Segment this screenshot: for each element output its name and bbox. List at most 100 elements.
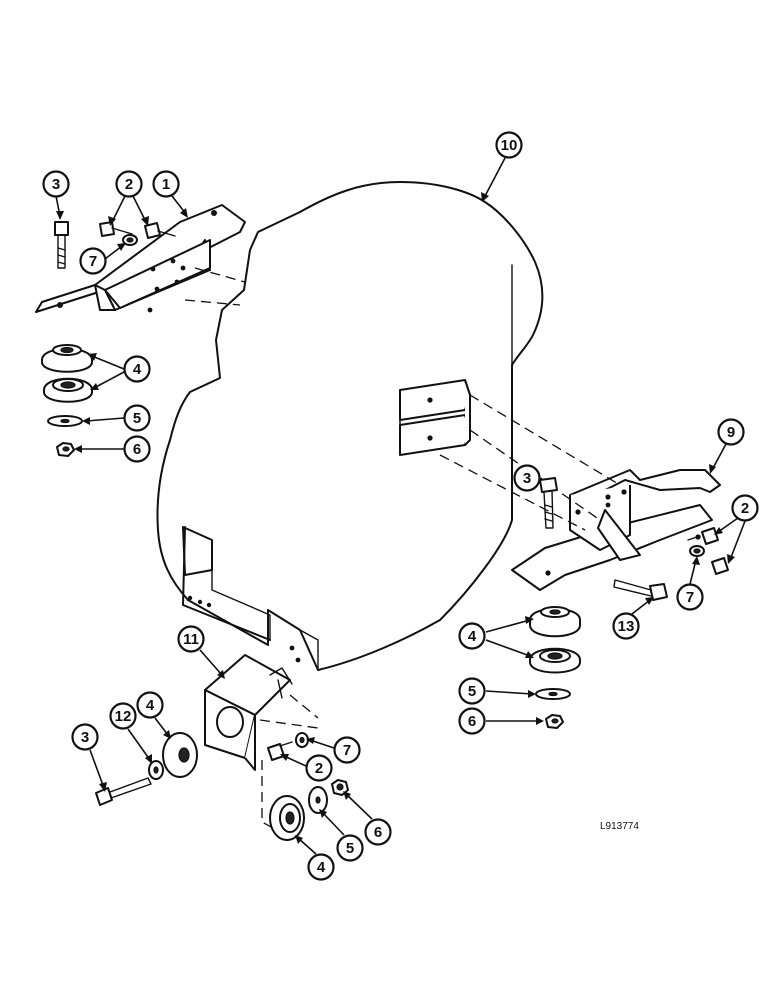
callout-number: 4 xyxy=(468,628,477,645)
washer-top-left xyxy=(47,415,83,427)
callout-circle xyxy=(458,677,486,705)
callout-number: 11 xyxy=(183,631,199,648)
callout-c3b: 3 xyxy=(513,464,541,492)
callout-number: 5 xyxy=(133,410,141,427)
callout-number: 12 xyxy=(115,708,132,725)
callout-circle xyxy=(79,247,107,275)
rubber-mount-bottom-center xyxy=(269,795,305,841)
callout-circle xyxy=(115,170,143,198)
callout-circle xyxy=(495,131,523,159)
rubber-mount-top-left-lower xyxy=(43,377,93,403)
callout-circle xyxy=(152,170,180,198)
callout-number: 4 xyxy=(133,361,142,378)
callout-circle xyxy=(71,723,99,751)
callout-c4c: 4 xyxy=(136,691,164,719)
front-left-mount-bracket xyxy=(35,204,246,313)
callout-number: 6 xyxy=(133,441,141,458)
callout-c1: 1 xyxy=(152,170,180,198)
callout-c6c: 6 xyxy=(364,818,392,846)
callout-number: 5 xyxy=(468,683,476,700)
callout-number: 10 xyxy=(501,137,518,154)
callout-c2a: 2 xyxy=(115,170,143,198)
callout-circle xyxy=(458,707,486,735)
rear-right-mount-bracket xyxy=(439,394,721,591)
callout-number: 1 xyxy=(162,176,170,193)
bolts-top-left-pair xyxy=(99,221,176,246)
callout-c11: 11 xyxy=(177,625,205,653)
callout-number: 3 xyxy=(81,729,89,746)
callout-number: 3 xyxy=(523,470,531,487)
callout-circle xyxy=(333,736,361,764)
callout-c2b: 2 xyxy=(731,494,759,522)
callout-c4b: 4 xyxy=(458,622,486,650)
callout-circle xyxy=(136,691,164,719)
callout-circle xyxy=(364,818,392,846)
callout-number: 2 xyxy=(125,176,133,193)
callout-circle xyxy=(458,622,486,650)
callout-c9: 9 xyxy=(717,418,745,446)
callout-circle xyxy=(123,435,151,463)
callout-circle xyxy=(717,418,745,446)
callout-number: 4 xyxy=(317,859,326,876)
callout-c6b: 6 xyxy=(458,707,486,735)
callout-number: 9 xyxy=(727,424,735,441)
washer-12 xyxy=(148,760,164,780)
callout-circle xyxy=(177,625,205,653)
callout-number: 5 xyxy=(346,840,354,857)
callout-circle xyxy=(676,583,704,611)
bolts-right-pair xyxy=(687,527,729,575)
callout-c6a: 6 xyxy=(123,435,151,463)
engine-block-outline xyxy=(156,181,544,671)
callout-number: 4 xyxy=(146,697,155,714)
rubber-mount-top-left-upper xyxy=(41,344,93,373)
bolt-right xyxy=(539,477,558,529)
callout-c5b: 5 xyxy=(458,677,486,705)
lower-mount-bracket xyxy=(204,654,319,833)
callout-circle xyxy=(513,464,541,492)
rubber-mount-right-upper xyxy=(529,606,581,638)
callout-c10: 10 xyxy=(495,131,523,159)
callout-c4d: 4 xyxy=(307,853,335,881)
callout-circle xyxy=(307,853,335,881)
callout-circle xyxy=(123,404,151,432)
callout-c12: 12 xyxy=(109,702,137,730)
callout-number: 13 xyxy=(618,618,635,635)
bolt-top-left xyxy=(54,221,69,269)
callout-circle xyxy=(612,612,640,640)
callout-circle xyxy=(42,170,70,198)
callout-number: 7 xyxy=(686,589,694,606)
callout-c4a: 4 xyxy=(123,355,151,383)
nut-top-left xyxy=(56,442,75,457)
callout-number: 7 xyxy=(343,742,351,759)
callout-c5c: 5 xyxy=(336,834,364,862)
washer-7-bottom xyxy=(295,732,309,748)
drawing-reference-code: L913774 xyxy=(600,821,639,832)
callout-number: 3 xyxy=(52,176,60,193)
callout-number: 6 xyxy=(468,713,476,730)
callout-circle xyxy=(336,834,364,862)
washer-right xyxy=(535,688,571,700)
callout-number: 2 xyxy=(315,760,323,777)
callout-c7b: 7 xyxy=(676,583,704,611)
callout-number: 6 xyxy=(374,824,382,841)
rubber-mount-right-lower xyxy=(529,647,581,674)
callout-number: 2 xyxy=(741,500,749,517)
nut-right xyxy=(545,714,564,729)
leader-lines xyxy=(55,157,746,855)
bolt-bottom-left xyxy=(95,777,152,806)
callout-c2c: 2 xyxy=(305,754,333,782)
callout-c3a: 3 xyxy=(42,170,70,198)
callout-c3c: 3 xyxy=(71,723,99,751)
callout-number: 7 xyxy=(89,253,97,270)
callout-c7c: 7 xyxy=(333,736,361,764)
nut-6-bottom xyxy=(331,779,349,796)
rubber-mount-bottom-left xyxy=(162,732,198,778)
callout-c7a: 7 xyxy=(79,247,107,275)
bolt-13 xyxy=(613,579,668,601)
callout-circle xyxy=(109,702,137,730)
callout-circle xyxy=(123,355,151,383)
washer-5-bottom xyxy=(308,786,328,814)
callout-circle xyxy=(305,754,333,782)
